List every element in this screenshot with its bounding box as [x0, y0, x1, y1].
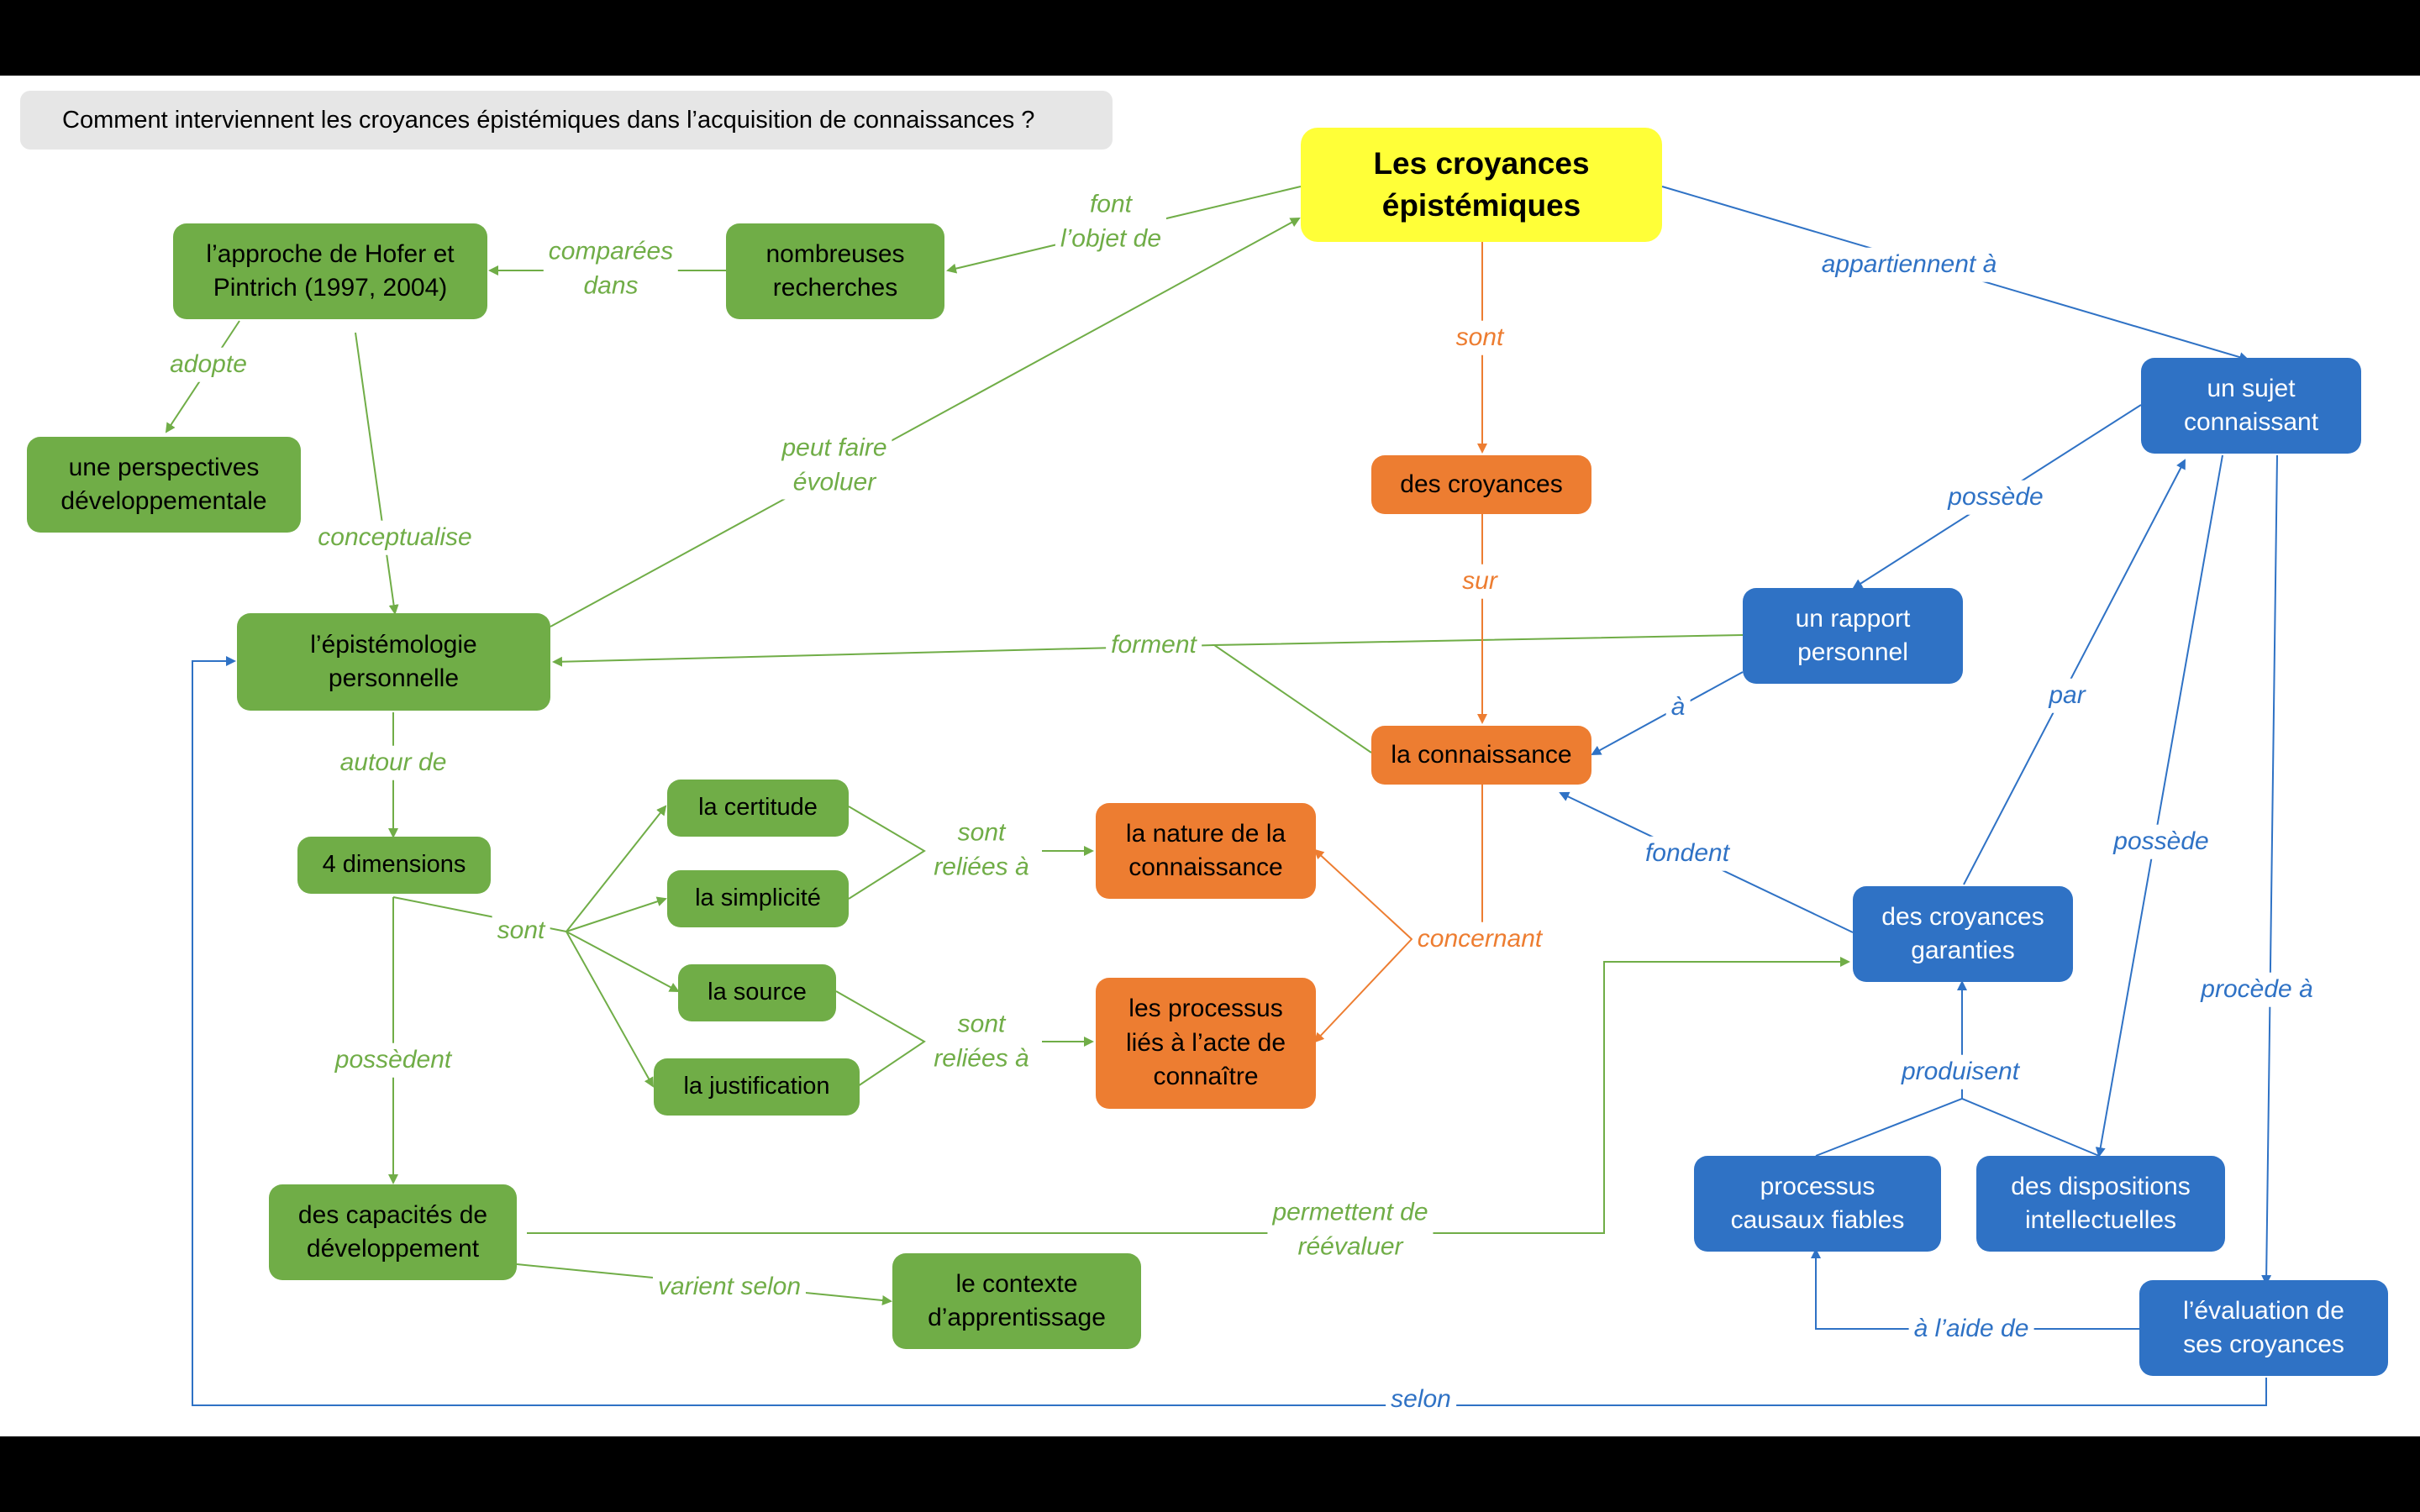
label-appartiennent-a: appartiennent à — [1816, 247, 2002, 282]
label-par: par — [2044, 678, 2091, 713]
connector-reliees-2 — [835, 990, 926, 1087]
connector-concernant-2 — [1313, 848, 1413, 940]
node-nombreuses-recherches[interactable]: nombreuses recherches — [726, 223, 944, 319]
node-hofer-pintrich[interactable]: l’approche de Hofer et Pintrich (1997, 2… — [173, 223, 487, 319]
node-croyances-garanties[interactable]: des croyances garanties — [1853, 886, 2073, 982]
label-possede-dispositions: possède — [2108, 824, 2214, 859]
node-la-connaissance[interactable]: la connaissance — [1371, 726, 1591, 785]
connector-possede-dispositions — [2095, 454, 2223, 1158]
connector-forment-2 — [552, 644, 1215, 667]
node-certitude[interactable]: la certitude — [667, 780, 849, 837]
label-autour-de: autour de — [334, 745, 452, 780]
node-simplicite[interactable]: la simplicité — [667, 870, 849, 927]
label-concernant: concernant — [1412, 921, 1548, 957]
connector-procede-a — [2261, 454, 2278, 1285]
label-procede-a: procède à — [2196, 972, 2318, 1007]
connector-sont-dim-4 — [566, 931, 680, 992]
label-produisent: produisent — [1896, 1054, 2025, 1089]
node-contexte-apprentissage[interactable]: le contexte d’apprentissage — [892, 1253, 1141, 1349]
node-4-dimensions[interactable]: 4 dimensions — [297, 837, 491, 894]
node-rapport-personnel[interactable]: un rapport personnel — [1743, 588, 1963, 684]
connector-sont-dim-2 — [566, 805, 667, 932]
label-font-objet-de: font l’objet de — [1055, 187, 1167, 256]
label-peut-faire-evoluer: peut faire évoluer — [776, 431, 892, 500]
connector-peut-faire-evoluer — [550, 218, 1301, 627]
connector-produisent-1 — [1815, 1097, 2100, 1157]
label-comparees-dans: comparées dans — [543, 234, 679, 303]
node-justification[interactable]: la justification — [654, 1058, 860, 1116]
node-dispositions-intellectuelles[interactable]: des dispositions intellectuelles — [1976, 1156, 2225, 1252]
node-processus-causaux[interactable]: processus causaux fiables — [1694, 1156, 1941, 1252]
label-possedent: possèdent — [329, 1042, 457, 1078]
node-source[interactable]: la source — [678, 964, 836, 1021]
label-a-laide-de: à l’aide de — [1908, 1311, 2034, 1347]
concept-map-canvas: Comment interviennent les croyances épis… — [0, 76, 2420, 1436]
node-croyances-epistemiques[interactable]: Les croyances épistémiques — [1301, 128, 1662, 242]
label-varient-selon: varient selon — [652, 1269, 807, 1305]
label-fondent: fondent — [1639, 836, 1735, 871]
connector-permettent — [527, 957, 1850, 1234]
connector-concernant-1 — [1412, 785, 1483, 940]
label-possede-rapport: possède — [1943, 480, 2049, 515]
label-sont-reliees-2: sont reliées à — [929, 1007, 1034, 1076]
node-perspective-developpementale[interactable]: une perspectives développementale — [27, 437, 301, 533]
connector-concernant-3 — [1313, 938, 1413, 1043]
label-permettent-reevaluer: permettent de réévaluer — [1267, 1195, 1434, 1264]
connector-selon — [192, 656, 2267, 1406]
question-banner: Comment interviennent les croyances épis… — [20, 91, 1113, 150]
label-forment: forment — [1106, 627, 1202, 663]
node-nature-connaissance[interactable]: la nature de la connaissance — [1096, 803, 1316, 899]
label-sur: sur — [1457, 564, 1502, 599]
connector-sont-dim-5 — [566, 931, 654, 1088]
node-evaluation-croyances[interactable]: l’évaluation de ses croyances — [2139, 1280, 2388, 1376]
node-des-croyances[interactable]: des croyances — [1371, 455, 1591, 514]
connector-conceptualise — [355, 332, 399, 615]
label-conceptualise: conceptualise — [313, 520, 477, 555]
connector-reliees-1 — [848, 806, 926, 900]
label-selon: selon — [1386, 1382, 1456, 1417]
connector-par — [1963, 459, 2186, 885]
label-sont-dimensions: sont — [492, 913, 550, 948]
label-sont-reliees-1: sont reliées à — [929, 816, 1034, 885]
node-capacites-developpement[interactable]: des capacités de développement — [269, 1184, 517, 1280]
label-a: à — [1665, 690, 1691, 725]
node-sujet-connaissant[interactable]: un sujet connaissant — [2141, 358, 2361, 454]
connector-sont-dim-3 — [566, 896, 667, 932]
label-adopte: adopte — [165, 347, 252, 382]
label-sont-croyances: sont — [1450, 320, 1509, 355]
node-processus-acte-connaitre[interactable]: les processus liés à l’acte de connaître — [1096, 978, 1316, 1109]
node-epistemologie-personnelle[interactable]: l’épistémologie personnelle — [237, 613, 550, 711]
